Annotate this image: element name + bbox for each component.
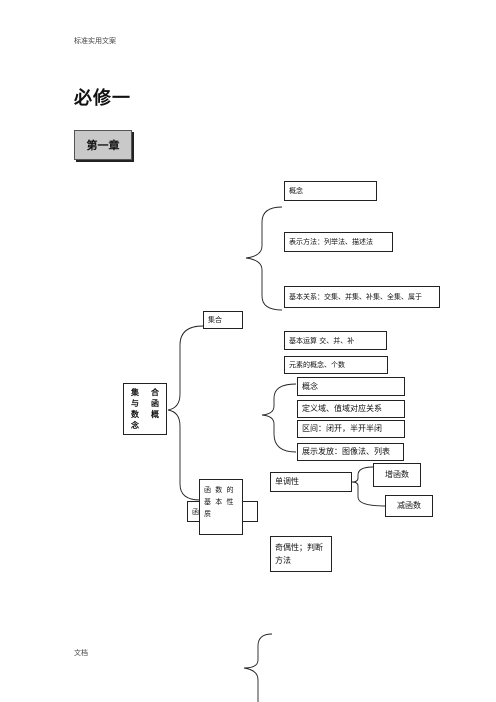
function-domain-node: 定义域、值域对应关系 [297, 400, 405, 418]
chapter-label: 第一章 [74, 130, 132, 160]
monotonicity-node: 单调性 [270, 472, 352, 492]
root-brace [167, 325, 204, 501]
set-representation-node: 表示方法：列举法、描述法 [284, 232, 393, 252]
root-char: 数 [131, 410, 139, 419]
root-char [148, 420, 162, 431]
root-char: 念 [131, 421, 139, 430]
decreasing-node: 减函数 [385, 495, 433, 517]
parity-node: 奇偶性；判断方法 [270, 536, 332, 572]
set-node: 集合 [203, 311, 243, 329]
page-footer: 文档 [74, 649, 88, 657]
page-header: 标准实用文案 [74, 37, 116, 45]
function-concept-node: 概念 [297, 377, 405, 396]
function-brace [261, 383, 297, 453]
root-char: 合 [151, 388, 159, 397]
root-char: 函 [151, 399, 159, 408]
function-props-node: 函 数 的 基 本 性 质 [199, 479, 243, 535]
function-representation-node: 展示发放：图像法、列表 [297, 443, 404, 461]
function-interval-node: 区间：闭开，半开半闭 [297, 420, 405, 438]
set-operations-node: 基本运算 交、并、补 [284, 331, 387, 350]
page-title: 必修一 [74, 88, 131, 109]
root-char: 集 [131, 388, 139, 397]
root-char: 与 [131, 399, 139, 408]
set-brace [245, 206, 283, 311]
set-concept-node: 概念 [284, 181, 377, 201]
root-node: 集 合 与 函 数 概 念 [123, 383, 167, 435]
root-char: 概 [151, 410, 159, 419]
monotonic-brace [351, 466, 386, 507]
bottom-brace [243, 633, 273, 702]
increasing-node: 增函数 [373, 463, 421, 487]
set-relations-node: 基本关系：交集、并集、补集、全集、属于 [284, 286, 440, 308]
set-elements-node: 元素的概念、个数 [284, 356, 388, 374]
